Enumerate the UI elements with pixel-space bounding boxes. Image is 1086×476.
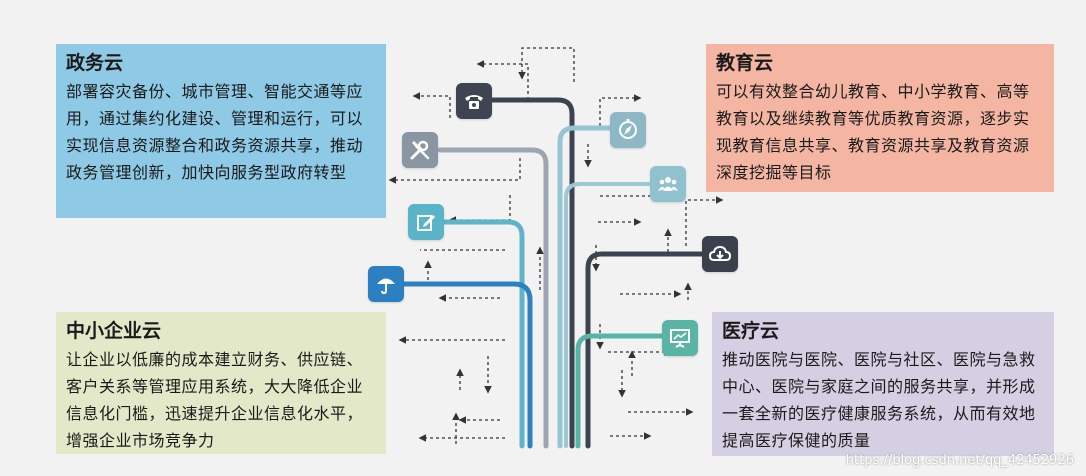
dashed-arrows bbox=[388, 47, 724, 444]
line-edit bbox=[441, 219, 525, 449]
line-cloud bbox=[585, 251, 705, 449]
sme-cloud-title: 中小企业云 bbox=[66, 320, 162, 342]
line-presentation bbox=[575, 333, 665, 449]
presentation-icon bbox=[662, 320, 698, 356]
med-cloud-title: 医疗云 bbox=[722, 320, 780, 342]
line-umbrella bbox=[401, 281, 533, 449]
edit-icon bbox=[408, 204, 444, 240]
sme-cloud-body: 让企业以低廉的成本建立财务、供应链、客户关系等管理应用系统，大大降低企业信息化门… bbox=[66, 350, 364, 450]
compass-icon bbox=[610, 112, 646, 148]
gov-cloud-panel: 政务云 部署容灾备份、城市管理、智能交通等应用，通过集约化建设、管理和运行，可以… bbox=[56, 44, 386, 218]
umbrella-icon bbox=[368, 266, 404, 302]
line-tools bbox=[437, 147, 549, 449]
watermark: https://blog.csdn.net/qq_42452926 bbox=[845, 453, 1074, 468]
med-cloud-body: 推动医院与医院、医院与社区、医院与急救中心、医院与家庭之间的服务共享，并形成一套… bbox=[722, 350, 1036, 450]
gov-cloud-title: 政务云 bbox=[66, 52, 124, 74]
trunk-lines bbox=[401, 97, 705, 449]
edu-cloud-panel: 教育云 可以有效整合幼儿教育、中小学教育、高等教育以及继续教育等优质教育资源，逐… bbox=[706, 44, 1054, 192]
sme-cloud-panel: 中小企业云 让企业以低廉的成本建立财务、供应链、客户关系等管理应用系统，大大降低… bbox=[56, 312, 386, 454]
cloud-download-icon bbox=[702, 236, 738, 272]
gov-cloud-body: 部署容灾备份、城市管理、智能交通等应用，通过集约化建设、管理和运行，可以实现信息… bbox=[66, 82, 364, 182]
users-icon bbox=[650, 166, 686, 202]
edu-cloud-body: 可以有效整合幼儿教育、中小学教育、高等教育以及继续教育等优质教育资源，逐步实现教… bbox=[716, 82, 1030, 182]
line-phone bbox=[489, 97, 575, 449]
tools-icon bbox=[402, 132, 438, 168]
line-users bbox=[564, 182, 652, 448]
edu-cloud-title: 教育云 bbox=[716, 52, 774, 74]
line-compass bbox=[557, 125, 613, 449]
med-cloud-panel: 医疗云 推动医院与医院、医院与社区、医院与急救中心、医院与家庭之间的服务共享，并… bbox=[712, 312, 1054, 456]
phone-icon bbox=[456, 83, 492, 119]
